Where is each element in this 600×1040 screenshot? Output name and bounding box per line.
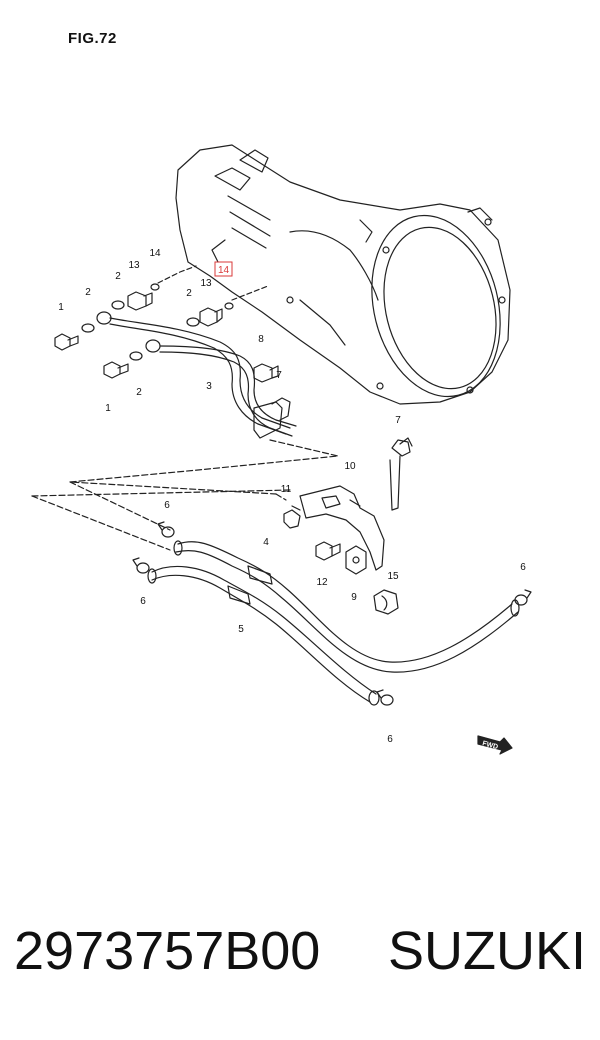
- bolt-part-8: [253, 363, 279, 383]
- o-ring-part-14-b: [224, 302, 234, 310]
- hose-part-5: [147, 565, 380, 706]
- callout-12: 12: [316, 577, 328, 588]
- fwd-label: FWD: [481, 740, 498, 751]
- callout-2: 2: [136, 387, 142, 398]
- callout-7: 7: [395, 415, 401, 426]
- highlight-box-14: [214, 261, 233, 277]
- callout-6: 6: [164, 500, 170, 511]
- hose-part-4: [173, 540, 520, 673]
- callout-13: 13: [200, 278, 212, 289]
- transmission-housing: [175, 144, 511, 405]
- clamp-bracket-part-7-upper: [253, 397, 291, 439]
- callout-11: 11: [281, 484, 292, 495]
- hose-clamp-part-6-c: [514, 589, 532, 606]
- hose-clamp-part-6-b: [132, 557, 150, 574]
- callout-13: 13: [128, 260, 140, 271]
- hose-leader-lines: [31, 439, 339, 551]
- leader-line-lower: [231, 285, 269, 301]
- bolt-part-1-lower: [103, 361, 129, 379]
- cushion-part-15: [373, 589, 399, 615]
- washer-part-2-d: [186, 317, 200, 327]
- callout-2: 2: [186, 288, 192, 299]
- cooler-pipe-part-3: [96, 311, 297, 437]
- callout-5: 5: [238, 624, 244, 635]
- clip-part-11: [283, 505, 301, 529]
- washer-part-2-c: [129, 351, 143, 361]
- callout-1: 1: [105, 403, 111, 414]
- clamp-part-7: [389, 437, 413, 511]
- o-ring-part-14-a: [150, 283, 160, 291]
- callout-1: 1: [58, 302, 64, 313]
- bolt-part-1: [54, 333, 79, 351]
- callout-14-highlighted: 14: [218, 265, 230, 276]
- union-bolt-part-13-a: [127, 291, 153, 311]
- bolt-part-12: [315, 541, 341, 561]
- bracket-part-10: [299, 485, 385, 571]
- washer-part-2-b: [111, 300, 125, 310]
- callout-2: 2: [85, 287, 91, 298]
- brand-name: SUZUKI: [388, 921, 587, 981]
- callout-4: 4: [263, 537, 269, 548]
- callout-6: 6: [387, 734, 393, 745]
- footer: 2973757B00 SUZUKI: [0, 920, 600, 1000]
- callout-10: 10: [344, 461, 356, 472]
- washer-part-2-a: [81, 323, 95, 333]
- fwd-arrow-icon: [477, 735, 513, 755]
- callout-15: 15: [387, 571, 399, 582]
- callout-14: 14: [149, 248, 161, 259]
- callout-8: 8: [258, 334, 264, 345]
- figure-title: FIG.72: [68, 30, 117, 47]
- union-bolt-part-13-b: [199, 307, 223, 327]
- callout-7: 7: [276, 370, 282, 381]
- callout-2: 2: [115, 271, 121, 282]
- callout-9: 9: [351, 592, 357, 603]
- clamp-part-9: [345, 545, 367, 575]
- hose-clamp-part-6-d: [376, 689, 394, 706]
- callout-6: 6: [140, 596, 146, 607]
- callout-6: 6: [520, 562, 526, 573]
- hose-clamp-part-6-a: [157, 521, 175, 538]
- exploded-parts-diagram: FWD 1 1 2 2 2 2 3 4 5 6 6 6 6 7 7 8 9 10…: [31, 144, 532, 755]
- part-number: 2973757B00: [14, 921, 321, 981]
- callout-3: 3: [206, 381, 212, 392]
- leader-line-upper: [157, 265, 197, 284]
